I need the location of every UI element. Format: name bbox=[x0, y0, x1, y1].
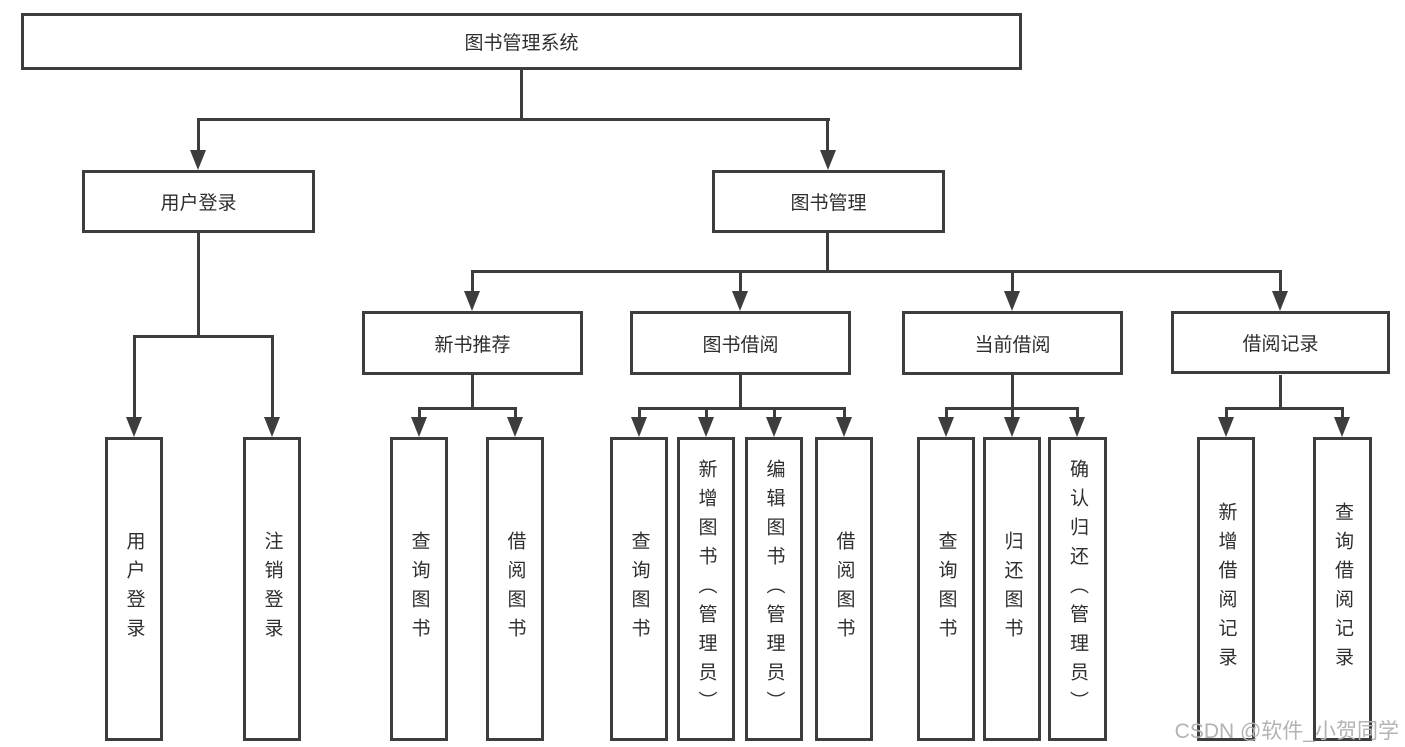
node-label: 归还图书 bbox=[1001, 531, 1023, 647]
node-leaf-query-books: 查询图书 bbox=[610, 437, 668, 741]
connector-stem bbox=[1279, 270, 1282, 293]
node-current-borrowing: 当前借阅 bbox=[902, 311, 1123, 375]
connector-stem bbox=[471, 270, 474, 293]
node-label: 查询图书 bbox=[408, 531, 430, 647]
connector-stem bbox=[739, 270, 742, 293]
node-leaf-query-books: 查询图书 bbox=[390, 437, 448, 741]
arrowhead-down-icon bbox=[1334, 417, 1350, 437]
node-leaf-add-borrow-record: 新增借阅记录 bbox=[1197, 437, 1255, 741]
connector-root-vertical bbox=[520, 70, 523, 118]
arrowhead-down-icon bbox=[464, 291, 480, 311]
node-book-borrowing: 图书借阅 bbox=[630, 311, 851, 375]
node-leaf-logout: 注销登录 bbox=[243, 437, 301, 741]
node-label: 借阅图书 bbox=[504, 531, 526, 647]
arrowhead-down-icon bbox=[836, 417, 852, 437]
node-label: 注销登录 bbox=[261, 531, 283, 647]
connector-level3-horizontal bbox=[471, 270, 1282, 273]
connector-stem bbox=[133, 335, 136, 419]
connector-stem bbox=[638, 407, 641, 421]
node-label: 查询图书 bbox=[935, 531, 957, 647]
node-borrowing-records: 借阅记录 bbox=[1171, 311, 1390, 374]
arrowhead-down-icon bbox=[411, 417, 427, 437]
node-leaf-user-login: 用户登录 bbox=[105, 437, 163, 741]
connector-stem bbox=[705, 407, 708, 421]
connector-login-horizontal bbox=[133, 335, 274, 338]
node-label: 图书管理 bbox=[790, 193, 867, 214]
arrowhead-down-icon bbox=[1004, 417, 1020, 437]
arrowhead-down-icon bbox=[766, 417, 782, 437]
arrowhead-down-icon bbox=[507, 417, 523, 437]
connector-management-vertical bbox=[826, 233, 829, 270]
connector-stem bbox=[197, 118, 200, 152]
node-label: 图书管理系统 bbox=[464, 33, 579, 54]
node-label: 新增借阅记录 bbox=[1215, 502, 1237, 676]
node-label: 借阅记录 bbox=[1242, 334, 1319, 355]
connector-stem bbox=[1011, 270, 1014, 293]
arrowhead-down-icon bbox=[126, 417, 142, 437]
connector-stem bbox=[945, 407, 948, 421]
node-user-login: 用户登录 bbox=[82, 170, 315, 233]
connector-borrow-vertical bbox=[739, 375, 742, 407]
connector-stem bbox=[1341, 407, 1344, 421]
node-leaf-borrow-books: 借阅图书 bbox=[815, 437, 873, 741]
node-label: 用户登录 bbox=[160, 193, 237, 214]
connector-records-horizontal bbox=[1225, 407, 1344, 410]
node-library-management-system: 图书管理系统 bbox=[21, 13, 1022, 70]
node-label: 查询借阅记录 bbox=[1332, 502, 1353, 676]
node-label: 确认归还（管理员） bbox=[1067, 458, 1088, 720]
connector-recommend-horizontal bbox=[418, 407, 517, 410]
arrowhead-down-icon bbox=[1069, 417, 1085, 437]
node-book-management: 图书管理 bbox=[712, 170, 945, 233]
node-label: 新增图书（管理员） bbox=[695, 458, 717, 720]
connector-stem bbox=[773, 407, 776, 421]
arrowhead-down-icon bbox=[1004, 291, 1020, 311]
node-label: 编辑图书（管理员） bbox=[763, 458, 785, 720]
connector-login-vertical bbox=[197, 233, 200, 335]
arrowhead-down-icon bbox=[631, 417, 647, 437]
node-new-book-recommendation: 新书推荐 bbox=[362, 311, 583, 375]
connector-stem bbox=[1011, 407, 1014, 421]
arrowhead-down-icon bbox=[190, 150, 206, 170]
arrowhead-down-icon bbox=[938, 417, 954, 437]
node-label: 查询图书 bbox=[628, 531, 650, 647]
node-leaf-query-books: 查询图书 bbox=[917, 437, 975, 741]
arrowhead-down-icon bbox=[732, 291, 748, 311]
arrowhead-down-icon bbox=[1218, 417, 1234, 437]
node-label: 当前借阅 bbox=[974, 334, 1051, 356]
arrowhead-down-icon bbox=[820, 150, 836, 170]
connector-stem bbox=[826, 118, 829, 152]
node-leaf-query-borrow-record: 查询借阅记录 bbox=[1313, 437, 1372, 741]
node-leaf-edit-book-admin: 编辑图书（管理员） bbox=[745, 437, 803, 741]
node-leaf-confirm-return-admin: 确认归还（管理员） bbox=[1048, 437, 1107, 741]
connector-current-vertical bbox=[1011, 375, 1014, 407]
connector-stem bbox=[843, 407, 846, 421]
node-label: 新书推荐 bbox=[434, 334, 511, 356]
connector-stem bbox=[271, 335, 274, 419]
node-label: 用户登录 bbox=[123, 531, 145, 647]
csdn-watermark: CSDN @软件_小贺同学 bbox=[1174, 720, 1399, 743]
connector-stem bbox=[1225, 407, 1228, 421]
arrowhead-down-icon bbox=[698, 417, 714, 437]
node-label: 图书借阅 bbox=[702, 334, 779, 356]
connector-stem bbox=[1076, 407, 1079, 421]
node-label: 借阅图书 bbox=[833, 531, 855, 647]
node-leaf-borrow-books: 借阅图书 bbox=[486, 437, 544, 741]
node-leaf-return-books: 归还图书 bbox=[983, 437, 1041, 741]
arrowhead-down-icon bbox=[264, 417, 280, 437]
connector-records-vertical bbox=[1279, 375, 1282, 407]
arrowhead-down-icon bbox=[1272, 291, 1288, 311]
connector-level2-horizontal bbox=[197, 118, 830, 121]
connector-stem bbox=[418, 407, 421, 421]
connector-borrow-horizontal bbox=[638, 407, 846, 410]
connector-recommend-vertical bbox=[471, 375, 474, 407]
connector-stem bbox=[514, 407, 517, 421]
node-leaf-add-book-admin: 新增图书（管理员） bbox=[677, 437, 735, 741]
